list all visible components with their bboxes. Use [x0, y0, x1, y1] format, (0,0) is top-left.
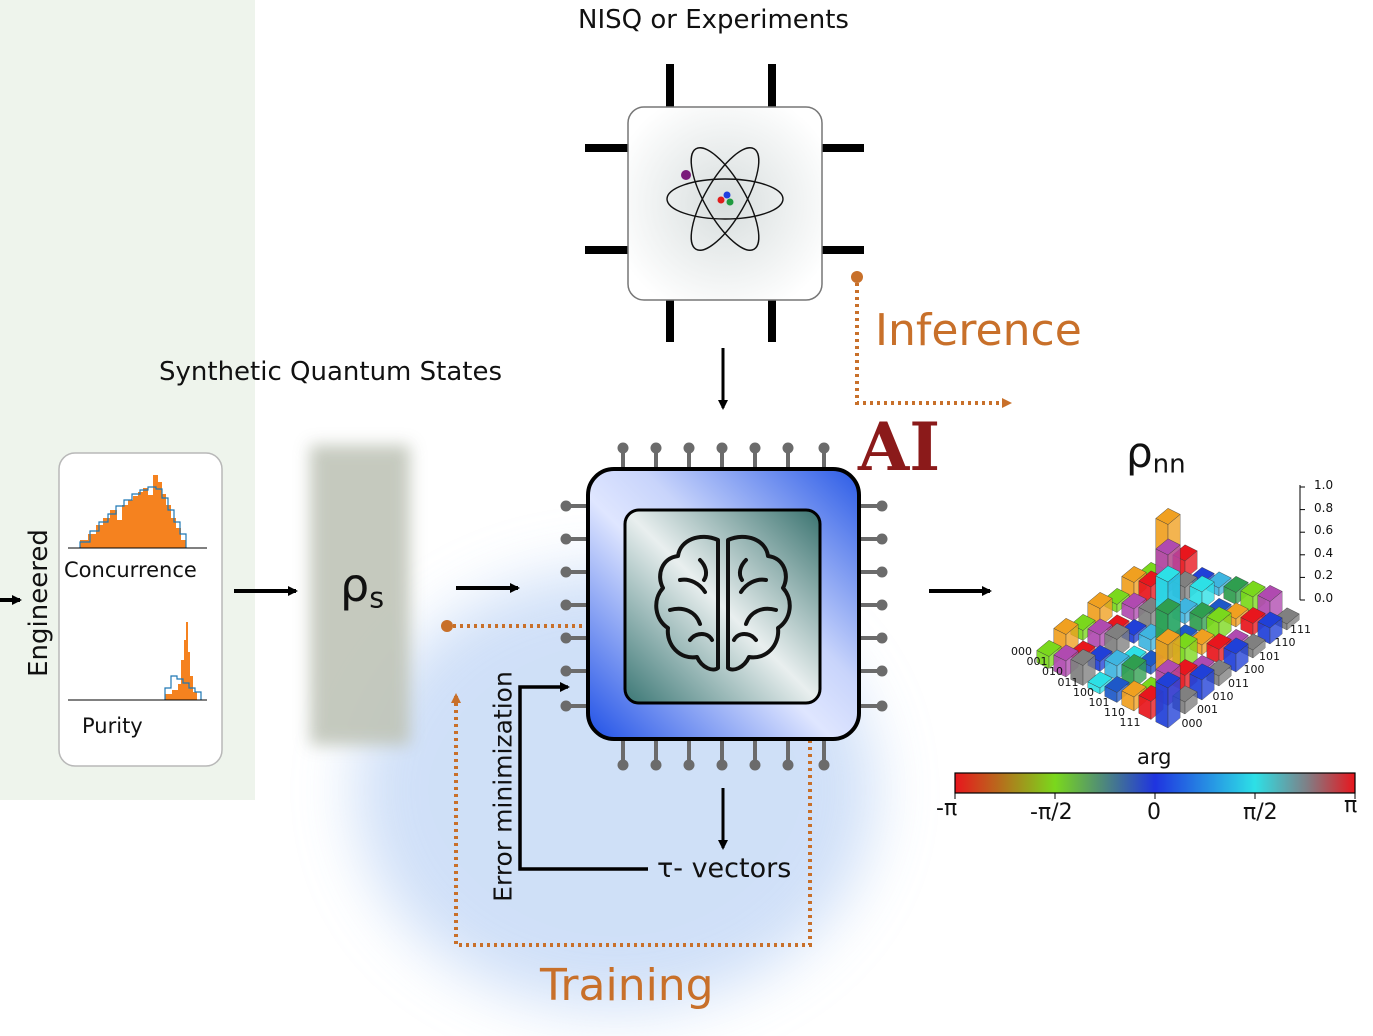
basis-label-left: 000 [1011, 645, 1032, 658]
colorbar-tick-label: -π/2 [1030, 800, 1073, 825]
ai-chip-pins [560, 442, 888, 771]
nisq-label: NISQ or Experiments [578, 5, 849, 35]
basis-label-left: 011 [1057, 675, 1079, 689]
colorbar-tick-label: π [1344, 793, 1358, 818]
basis-label-right: 110 [1274, 636, 1296, 650]
rho-s-label: ρs [340, 558, 385, 615]
phase-colorbar [954, 772, 1356, 794]
z-tick-label: 0.6 [1314, 523, 1334, 538]
basis-label-left: 101 [1088, 696, 1110, 709]
basis-label-right: 011 [1228, 676, 1249, 690]
basis-label-right: 000 [1181, 716, 1203, 730]
concurrence-label: Concurrence [64, 558, 197, 582]
basis-label-right: 101 [1259, 649, 1280, 663]
inference-label: Inference [875, 305, 1082, 356]
engineered-label: Engineered [24, 529, 54, 677]
purity-histogram [68, 622, 207, 701]
inference-path [851, 271, 1012, 408]
colorbar-tick-marks [954, 793, 1356, 799]
purity-label: Purity [82, 714, 143, 738]
ai-chip [586, 467, 861, 741]
rho-nn-label: ρnn [1126, 428, 1186, 480]
training-label: Training [540, 960, 714, 1011]
z-tick-label: 0.2 [1314, 568, 1334, 583]
atom-icon [666, 147, 784, 251]
basis-label-right: 111 [1290, 623, 1311, 636]
ai-label: AI [858, 408, 941, 486]
error-minimization-label: Error minimization [488, 671, 518, 902]
colorbar-tick-label: π/2 [1243, 800, 1278, 825]
basis-label-left: 010 [1042, 665, 1063, 679]
basis-label-right: 001 [1197, 703, 1218, 717]
basis-label-left: 111 [1119, 716, 1141, 730]
z-tick-label: 0.8 [1314, 500, 1334, 515]
training-loop [441, 620, 812, 947]
basis-label-right: 010 [1212, 690, 1234, 703]
colorbar-tick-label: 0 [1147, 800, 1161, 825]
nisq-chip [585, 64, 864, 342]
z-tick-label: 1.0 [1314, 478, 1334, 492]
colorbar-title: arg [1137, 745, 1172, 769]
density-matrix-bar-chart [1036, 485, 1305, 729]
basis-label-left: 001 [1026, 655, 1048, 669]
concurrence-histogram [68, 475, 207, 549]
z-tick-label: 0.4 [1314, 545, 1334, 560]
tau-vectors-label: τ- vectors [657, 853, 792, 884]
error-min-loop [518, 682, 648, 871]
synthetic-states-label: Synthetic Quantum States [159, 357, 503, 387]
basis-label-left: 110 [1104, 706, 1125, 720]
rho-s-block [310, 445, 410, 745]
basis-label-left: 100 [1073, 685, 1094, 699]
brain-icon [654, 534, 792, 672]
colorbar-tick-label: -π [936, 796, 958, 821]
z-tick-label: 0.0 [1314, 591, 1334, 605]
basis-label-right: 100 [1243, 663, 1265, 677]
